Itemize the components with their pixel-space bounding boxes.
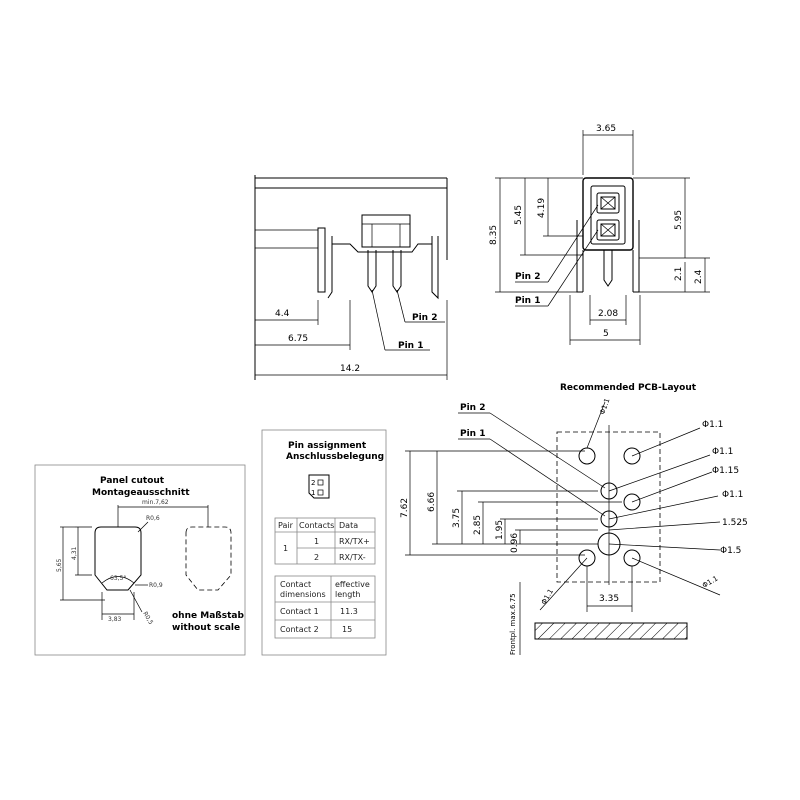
pcb-layout: Recommended PCB-Layout Pin 2 Pin 1 Φ1.1 …: [400, 383, 748, 655]
pcb-pin1-label: Pin 1: [460, 429, 485, 439]
hole-top-right: [623, 447, 641, 465]
pcb-dia-1-5: Φ1.5: [720, 546, 741, 556]
panel-dim-r0-5: R0,5: [141, 611, 154, 627]
pcb-dia-1-1-left: Φ1.1: [540, 588, 555, 606]
panel-dim-r0-6: R0,6: [146, 515, 160, 522]
table2-row2-contact: Contact 2: [280, 625, 319, 634]
pcb-dim-6-66: 6.66: [427, 492, 437, 512]
pcb-dim-7-62: 7.62: [400, 498, 410, 518]
pcb-pin2-label: Pin 2: [460, 403, 485, 413]
contact-length-table: Contact dimensions effective length Cont…: [274, 575, 376, 639]
pin-assignment-subtitle: Anschlussbelegung: [286, 452, 384, 462]
pcb-dia-1-1-top: Φ1.1: [598, 397, 611, 415]
pcb-dim-1-95: 1.95: [495, 520, 505, 540]
table1-row1-contact: 1: [314, 537, 319, 546]
panel-dim-r0-9: R0,9: [149, 582, 163, 589]
table2-header-b1: effective: [335, 580, 370, 589]
table1-row2-contact: 2: [314, 553, 319, 562]
front-dim-2-4: 2.4: [694, 269, 704, 284]
table1-header-pair: Pair: [278, 521, 294, 530]
icon-label-1: 1: [311, 489, 315, 497]
front-dim-5-95: 5.95: [674, 210, 684, 230]
pcb-dim-2-85: 2.85: [473, 515, 483, 535]
pin-assignment-table: Pair Contacts Data 1 1 RX/TX+ 2 RX/TX-: [274, 517, 376, 565]
side-dim-4-4: 4.4: [275, 309, 290, 319]
table1-pair-value: 1: [283, 544, 288, 553]
front-view: 3.65 8.35 5.45 4.19 5.95 2.1 2.4 2.08 5: [489, 124, 710, 345]
front-dim-4-19: 4.19: [537, 198, 547, 218]
pcb-frontpl: Frontpl. max.6.75: [509, 593, 517, 655]
front-plate: [534, 622, 688, 640]
connector-icon: [308, 474, 330, 499]
panel-note-de: ohne Maßstab: [172, 611, 244, 621]
pcb-dia-1-15: Φ1.15: [712, 466, 739, 476]
front-pin2-label: Pin 2: [515, 272, 540, 282]
pcb-dim-3-75: 3.75: [452, 508, 462, 528]
table1-row1-data: RX/TX+: [339, 537, 370, 546]
panel-cutout-title: Panel cutout: [100, 476, 165, 486]
panel-note-en: without scale: [172, 623, 240, 633]
panel-dim-5-65: 5,65: [56, 558, 63, 572]
side-pin1-label: Pin 1: [398, 341, 423, 351]
front-dim-3-65: 3.65: [596, 124, 616, 134]
side-dim-14-2: 14.2: [340, 364, 360, 374]
panel-cutout-subtitle: Montageausschnitt: [92, 488, 190, 498]
front-pin1-label: Pin 1: [515, 296, 540, 306]
front-dim-5: 5: [603, 329, 609, 339]
panel-cutout: Panel cutout Montageausschnitt min.7,62 …: [34, 464, 246, 656]
table2-row1-length: 11.3: [340, 607, 358, 616]
hole-mid-right: [623, 493, 641, 511]
table2-row1-contact: Contact 1: [280, 607, 319, 616]
panel-dim-4-31: 4,31: [71, 546, 78, 560]
pcb-dia-1-1-a: Φ1.1: [702, 420, 723, 430]
pcb-dim-3-35: 3.35: [599, 594, 619, 604]
pcb-title: Recommended PCB-Layout: [560, 383, 697, 393]
table2-header-a2: dimensions: [280, 590, 326, 599]
front-dim-2-1: 2.1: [674, 267, 684, 281]
front-dim-5-45: 5.45: [514, 205, 524, 225]
pcb-dim-0-96: 0.96: [510, 533, 520, 553]
panel-dim-angle: 63,5°: [110, 575, 126, 582]
side-view: Pin 1 Pin 2 4.4 6.75 14.2: [254, 175, 448, 380]
table1-header-data: Data: [339, 521, 358, 530]
table2-row2-length: 15: [342, 625, 352, 634]
side-pin2-label: Pin 2: [412, 313, 437, 323]
front-dim-8-35: 8.35: [489, 225, 499, 245]
table1-header-contacts: Contacts: [299, 521, 334, 530]
table2-header-a1: Contact: [280, 580, 311, 589]
hole-top-left: [578, 447, 596, 465]
pcb-dia-1-1-b: Φ1.1: [712, 447, 733, 457]
pcb-dia-1-1-d: Φ1.1: [701, 574, 719, 589]
table2-header-b2: length: [335, 590, 361, 599]
panel-dim-min-7-62: min.7,62: [142, 499, 169, 506]
pcb-dia-1-1-c: Φ1.1: [722, 490, 743, 500]
table1-row2-data: RX/TX-: [339, 553, 366, 562]
pin-assignment: Pin assignment Anschlussbelegung 2 1 Pai…: [261, 429, 387, 656]
panel-dim-3-83: 3,83: [108, 616, 122, 623]
pcb-dim-1-525: 1.525: [722, 518, 748, 528]
side-dim-6-75: 6.75: [288, 334, 308, 344]
icon-label-2: 2: [311, 479, 315, 487]
front-dim-2-08: 2.08: [598, 309, 618, 319]
pin-assignment-title: Pin assignment: [288, 441, 367, 451]
